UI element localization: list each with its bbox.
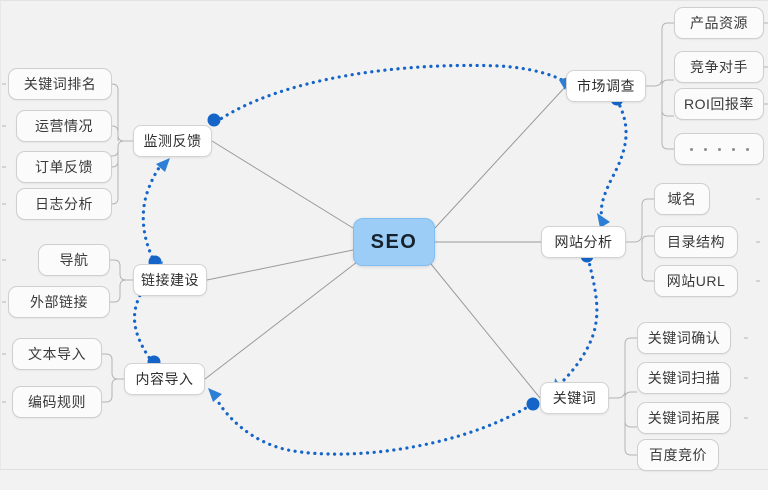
leaf-label: 关键词确认: [647, 330, 721, 346]
leaf-label: 外部链接: [30, 294, 88, 310]
branch-label: 网站分析: [554, 234, 613, 250]
leaf-label: ROI回报率: [684, 96, 754, 112]
leaf-node-product-resources[interactable]: 产品资源: [674, 7, 764, 39]
leaf-node-site-url[interactable]: 网站URL: [654, 265, 738, 297]
leaf-node-keyword-confirm[interactable]: 关键词确认: [637, 322, 731, 354]
leaf-label: 关键词扫描: [647, 370, 721, 386]
branch-node-keywords[interactable]: 关键词: [540, 382, 609, 414]
leaf-node-directory-structure[interactable]: 目录结构: [654, 226, 738, 258]
leaf-label: 文本导入: [28, 346, 86, 362]
branch-node-site-analysis[interactable]: 网站分析: [541, 226, 626, 258]
leaf-node-competitors[interactable]: 竞争对手: [674, 51, 764, 83]
leaf-node-domain[interactable]: 域名: [654, 183, 710, 215]
center-node-label: SEO: [370, 230, 418, 253]
leaf-label: 导航: [59, 252, 89, 268]
leaf-node-encoding-rules[interactable]: 编码规则: [12, 386, 102, 418]
leaf-node-keyword-ranking[interactable]: 关键词排名: [8, 68, 112, 100]
leaf-node-roi-rate[interactable]: ROI回报率: [674, 88, 764, 120]
leaf-node-navigation[interactable]: 导航: [38, 244, 110, 276]
leaf-node-keyword-scan[interactable]: 关键词扫描: [637, 362, 731, 394]
leaf-label: 目录结构: [667, 234, 725, 250]
branch-label: 市场调查: [577, 78, 635, 94]
branch-node-monitor-feedback[interactable]: 监测反馈: [133, 125, 212, 157]
leaf-node-operation-status[interactable]: 运营情况: [16, 110, 112, 142]
leaf-node-baidu-bidding[interactable]: 百度竞价: [637, 439, 719, 471]
leaf-label: 产品资源: [690, 15, 748, 31]
branch-node-link-building[interactable]: 链接建设: [133, 264, 207, 296]
leaf-label: 关键词拓展: [647, 410, 721, 426]
branch-label: 监测反馈: [143, 133, 202, 149]
leaf-label: 运营情况: [35, 118, 93, 134]
leaf-label: 竞争对手: [690, 59, 748, 75]
leaf-label: 百度竞价: [649, 447, 707, 463]
leaf-label: 域名: [667, 191, 697, 207]
leaf-node-market-more[interactable]: [674, 133, 764, 165]
branch-node-market-research[interactable]: 市场调查: [566, 70, 646, 102]
leaf-node-keyword-expand[interactable]: 关键词拓展: [637, 402, 731, 434]
leaf-label: 编码规则: [28, 394, 86, 410]
center-node-seo[interactable]: SEO: [353, 218, 435, 266]
branch-label: 关键词: [552, 390, 597, 406]
ellipsis-icon: [689, 147, 749, 151]
leaf-node-external-links[interactable]: 外部链接: [8, 286, 110, 318]
leaf-node-text-import[interactable]: 文本导入: [12, 338, 102, 370]
branch-label: 链接建设: [141, 272, 199, 288]
leaf-label: 订单反馈: [35, 159, 93, 175]
leaf-label: 网站URL: [666, 273, 726, 289]
branch-label: 内容导入: [135, 371, 194, 387]
branch-node-content-import[interactable]: 内容导入: [124, 363, 205, 395]
leaf-node-order-feedback[interactable]: 订单反馈: [16, 151, 112, 183]
leaf-node-log-analysis[interactable]: 日志分析: [16, 188, 112, 220]
leaf-label: 关键词排名: [23, 76, 97, 92]
leaf-label: 日志分析: [35, 196, 93, 212]
